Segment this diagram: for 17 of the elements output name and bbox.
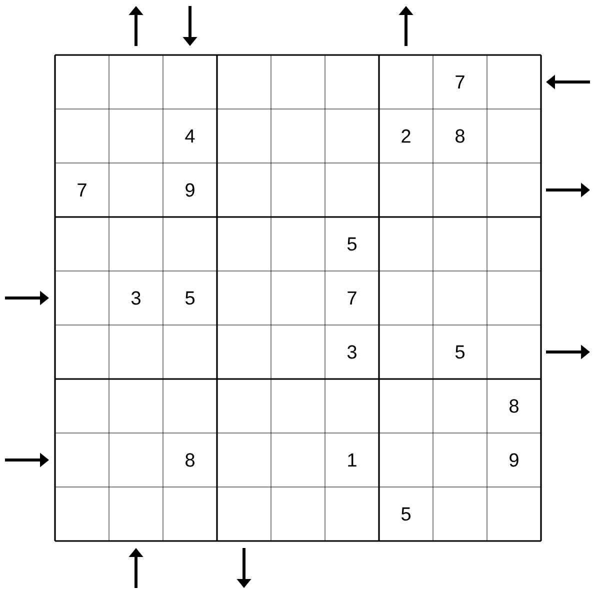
given-digit: 8 [186, 453, 194, 467]
given-digit: 7 [78, 184, 86, 197]
given-digit: 5 [402, 507, 410, 521]
given-digit: 8 [510, 399, 518, 413]
given-digit: 3 [131, 291, 140, 305]
given-digit: 7 [456, 76, 464, 89]
given-digit: 3 [347, 345, 356, 359]
given-digit: 5 [186, 291, 194, 305]
given-digit: 4 [185, 130, 195, 143]
given-digit: 9 [510, 453, 518, 467]
given-digit: 9 [186, 183, 194, 197]
given-digit: 7 [348, 292, 356, 305]
given-digit: 1 [348, 454, 356, 467]
given-digit: 5 [348, 237, 356, 251]
given-digit: 8 [456, 129, 464, 143]
given-digit: 2 [402, 129, 410, 143]
given-digit: 5 [456, 345, 464, 359]
